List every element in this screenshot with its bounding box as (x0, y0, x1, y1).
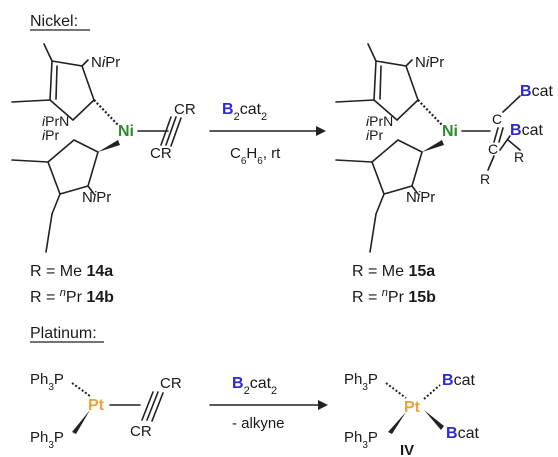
nickel-compound-labels: R = Me 14a R = nPr 14b R = Me 15a R = nP… (30, 263, 436, 306)
ni-atom-14: Ni (118, 123, 134, 140)
bcat-lower-15: Bcat (510, 122, 543, 139)
pt-atom-reactant: Pt (88, 397, 105, 414)
pt-atom-product: Pt (404, 399, 421, 416)
n-ipr-lower-label: NiPr (82, 189, 111, 206)
n-ipr-upper-left-label: iPrN (42, 113, 69, 129)
n-ipr-upper-left-label-15: iPrN (366, 113, 393, 129)
label-iv: IV (400, 442, 414, 457)
alkyne-cr-upper-14: CR (174, 101, 196, 118)
label-15a: R = Me 15a (352, 263, 435, 280)
nickel-section-header: Nickel: (30, 13, 90, 31)
alkyne-cr-lower-14: CR (150, 145, 172, 162)
label-14a: R = Me 14a (30, 263, 113, 280)
bcat-lower-pt: Bcat (446, 425, 479, 442)
alkyne-loss-condition: - alkyne (232, 415, 285, 432)
reagent-b2cat2: B2cat2 (222, 101, 267, 123)
nickel-reactant-14: NiPr iPrN iPr Ni NiPr CR CR (11, 43, 196, 253)
ipr-label-15: iPr (366, 127, 383, 143)
nickel-heading: Nickel: (30, 13, 78, 30)
alkene-r-right: R (514, 149, 524, 165)
solvent-conditions: C6H6, rt (230, 145, 281, 167)
bcat-upper-pt: Bcat (442, 372, 475, 389)
platinum-reactant: Ph3P Pt Ph3P CR CR (30, 371, 182, 451)
platinum-heading: Platinum: (30, 325, 97, 342)
bcat-upper-15: Bcat (520, 83, 553, 100)
platinum-reaction-arrow: B2cat2 - alkyne (209, 375, 328, 432)
alkyne-cr-lower-pt: CR (130, 423, 152, 440)
ph3p-upper-product: Ph3P (344, 371, 378, 393)
alkene-c-lower: C (488, 141, 498, 157)
label-14b: R = nPr 14b (30, 287, 114, 306)
label-15b: R = nPr 15b (352, 287, 436, 306)
n-ipr-upper-label-15: NiPr (415, 54, 444, 71)
alkyne-cr-upper-pt: CR (160, 375, 182, 392)
reagent-b2cat2-pt: B2cat2 (232, 375, 277, 397)
alkene-c-upper: C (492, 111, 502, 127)
platinum-section-header: Platinum: (30, 325, 104, 343)
alkene-r-lower: R (480, 171, 490, 187)
nickel-product-15: NiPr iPrN iPr Ni NiPr C C Bcat Bcat R R (335, 43, 553, 253)
n-ipr-lower-label-15: NiPr (406, 189, 435, 206)
n-ipr-upper-label: NiPr (91, 54, 120, 71)
ni-atom-15: Ni (442, 123, 458, 140)
platinum-product-iv: Ph3P Pt Ph3P Bcat Bcat IV (344, 371, 479, 457)
nickel-reaction-arrow: B2cat2 C6H6, rt (209, 101, 326, 167)
ipr-label-14: iPr (42, 127, 59, 143)
ph3p-upper-reactant: Ph3P (30, 371, 64, 393)
ph3p-lower-reactant: Ph3P (30, 429, 64, 451)
ph3p-lower-product: Ph3P (344, 429, 378, 451)
